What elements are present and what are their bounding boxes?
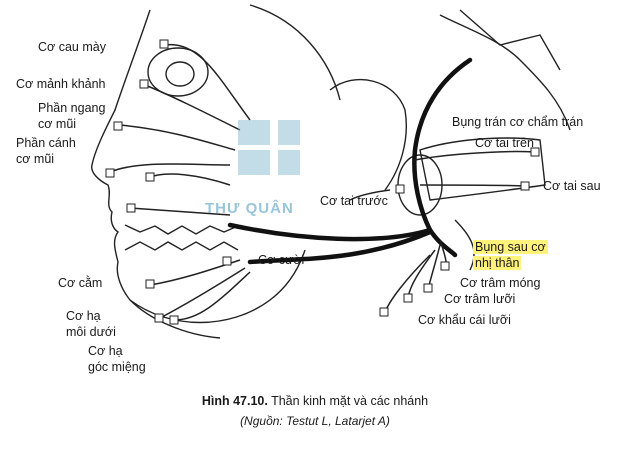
label-phan-canh-line2: cơ mũi [16, 152, 55, 166]
label-co-manh-khanh: Cơ mảnh khảnh [16, 77, 106, 91]
facial-nerve-illustration: THƯ QUÂN Cơ cau mày Cơ mảnh khảnh Phần n… [16, 4, 601, 374]
label-co-tram-mong: Cơ trâm móng [460, 276, 541, 290]
label-co-ha-moi-line2: môi dưới [66, 325, 116, 339]
figure-title: Thần kinh mặt và các nhánh [271, 394, 429, 408]
label-co-ha-goc-line2: góc miệng [88, 360, 146, 374]
label-co-ha-moi-line1: Cơ hạ [66, 309, 101, 323]
label-bung-tran: Bụng trán cơ chẩm trán [452, 115, 584, 129]
label-co-tram-luoi: Cơ trâm lưỡi [444, 292, 516, 306]
label-phan-ngang-line2: cơ mũi [38, 117, 77, 131]
label-phan-ngang-line1: Phần ngang [38, 101, 106, 115]
label-co-tai-truoc: Cơ tai trước [320, 194, 388, 208]
watermark-cross [238, 120, 300, 175]
figure-number: Hình 47.10. [201, 394, 268, 408]
watermark-text: THƯ QUÂN [205, 200, 294, 217]
label-bung-sau-line1: Bụng sau cơ [473, 240, 548, 254]
label-phan-canh-line1: Phần cánh [16, 136, 76, 150]
label-co-cuoi: Cơ cười [258, 253, 305, 267]
label-co-ha-goc-line1: Cơ hạ [88, 344, 123, 358]
label-co-cau-may: Cơ cau mày [38, 40, 106, 54]
label-co-cam: Cơ cằm [58, 276, 103, 290]
label-bung-sau-line2: nhị thân [473, 256, 522, 270]
anatomy-drawing [91, 4, 571, 339]
figure-caption: Hình 47.10. Thần kinh mặt và các nhánh [0, 394, 630, 408]
figure-source: (Nguồn: Testut L, Latarjet A) [240, 414, 390, 428]
label-co-tai-sau: Cơ tai sau [543, 179, 601, 193]
label-co-khau-cai-luoi: Cơ khẩu cái lưỡi [418, 313, 511, 327]
label-co-tai-tren: Cơ tai trên [475, 136, 534, 150]
